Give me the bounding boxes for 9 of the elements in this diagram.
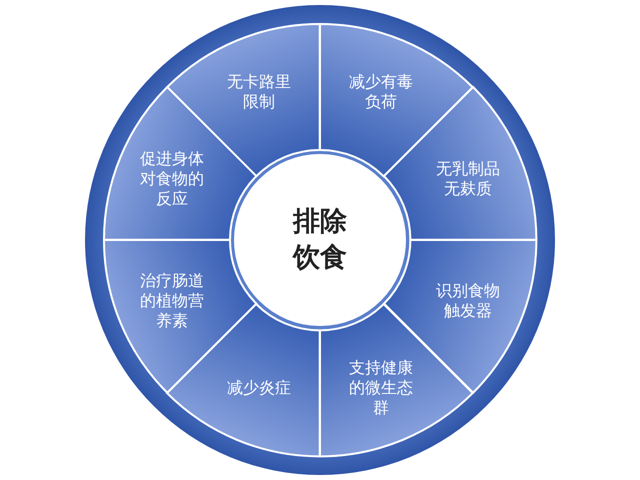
segment-label: 无卡路里限制 [226, 72, 292, 112]
segment-label: 减少有毒负荷 [348, 72, 414, 112]
segment-label: 减少炎症 [226, 378, 292, 398]
segment-label: 治疗肠道的植物营养素 [139, 271, 206, 332]
segment-label: 无乳制品无麸质 [434, 158, 501, 199]
center-title: 排除饮食 [291, 205, 348, 275]
segment-label: 促进身体对食物的反应 [139, 148, 206, 209]
segment-label: 识别食物触发器 [434, 281, 501, 322]
segment-label: 支持健康的微生态群 [348, 358, 414, 418]
